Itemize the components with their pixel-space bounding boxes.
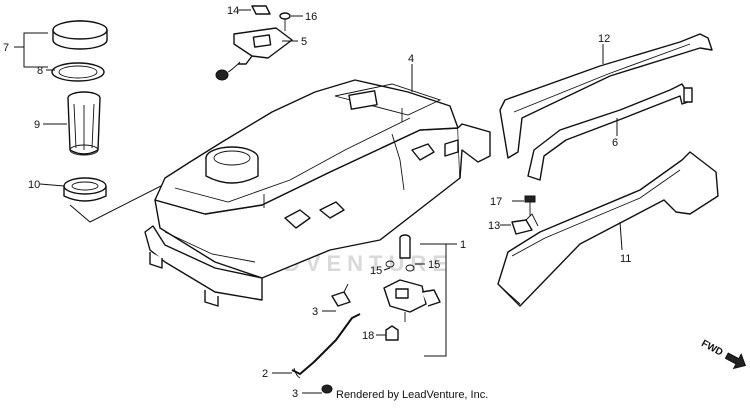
- part-12-upper-guard: [499, 33, 713, 159]
- part-4-fuel-tank: [144, 79, 491, 307]
- callout-3a: 3: [312, 306, 318, 318]
- part-3-clamp-lower: [321, 384, 333, 394]
- fwd-label: FWD: [699, 338, 724, 358]
- credit-text: Rendered by LeadVenture, Inc.: [336, 389, 488, 401]
- callout-16: 16: [305, 11, 317, 23]
- part-16-screw: [279, 12, 291, 31]
- callout-8: 8: [37, 65, 43, 77]
- callout-7: 7: [3, 42, 9, 54]
- callout-3b: 3: [292, 388, 298, 400]
- callout-15b: 15: [428, 259, 440, 271]
- part-14-label-plate: [251, 5, 271, 15]
- part-13-clip: [511, 213, 539, 235]
- callout-6: 6: [612, 137, 618, 149]
- callout-11: 11: [620, 253, 631, 265]
- part-2-fuel-line: [291, 313, 361, 379]
- callout-2: 2: [262, 368, 268, 380]
- part-10-collar: [63, 177, 107, 202]
- callout-9: 9: [34, 119, 40, 131]
- part-8-gasket: [51, 62, 105, 82]
- arrow-right-icon: [724, 352, 747, 370]
- callout-4: 4: [408, 53, 414, 65]
- callout-12: 12: [598, 33, 610, 45]
- part-17-bolt: [524, 195, 536, 216]
- callout-15a: 15: [370, 265, 382, 277]
- part-6-grab-bar: [527, 83, 693, 181]
- part-11-side-cover: [497, 151, 719, 307]
- callout-10: 10: [28, 179, 40, 191]
- callout-1: 1: [460, 239, 466, 251]
- callout-13: 13: [488, 220, 500, 232]
- callout-18: 18: [362, 330, 374, 342]
- part-1-fuel-valve: [383, 234, 441, 322]
- part-18-fitting: [385, 325, 399, 341]
- part-5-switch-bracket: [215, 27, 293, 81]
- callout-5: 5: [301, 36, 307, 48]
- callout-14: 14: [227, 5, 239, 17]
- fwd-direction-indicator: FWD: [699, 338, 747, 370]
- part-3-clamp-upper: [331, 283, 351, 307]
- callout-17: 17: [490, 196, 502, 208]
- part-9-strainer: [67, 91, 101, 156]
- part-7-fuel-cap: [52, 20, 108, 50]
